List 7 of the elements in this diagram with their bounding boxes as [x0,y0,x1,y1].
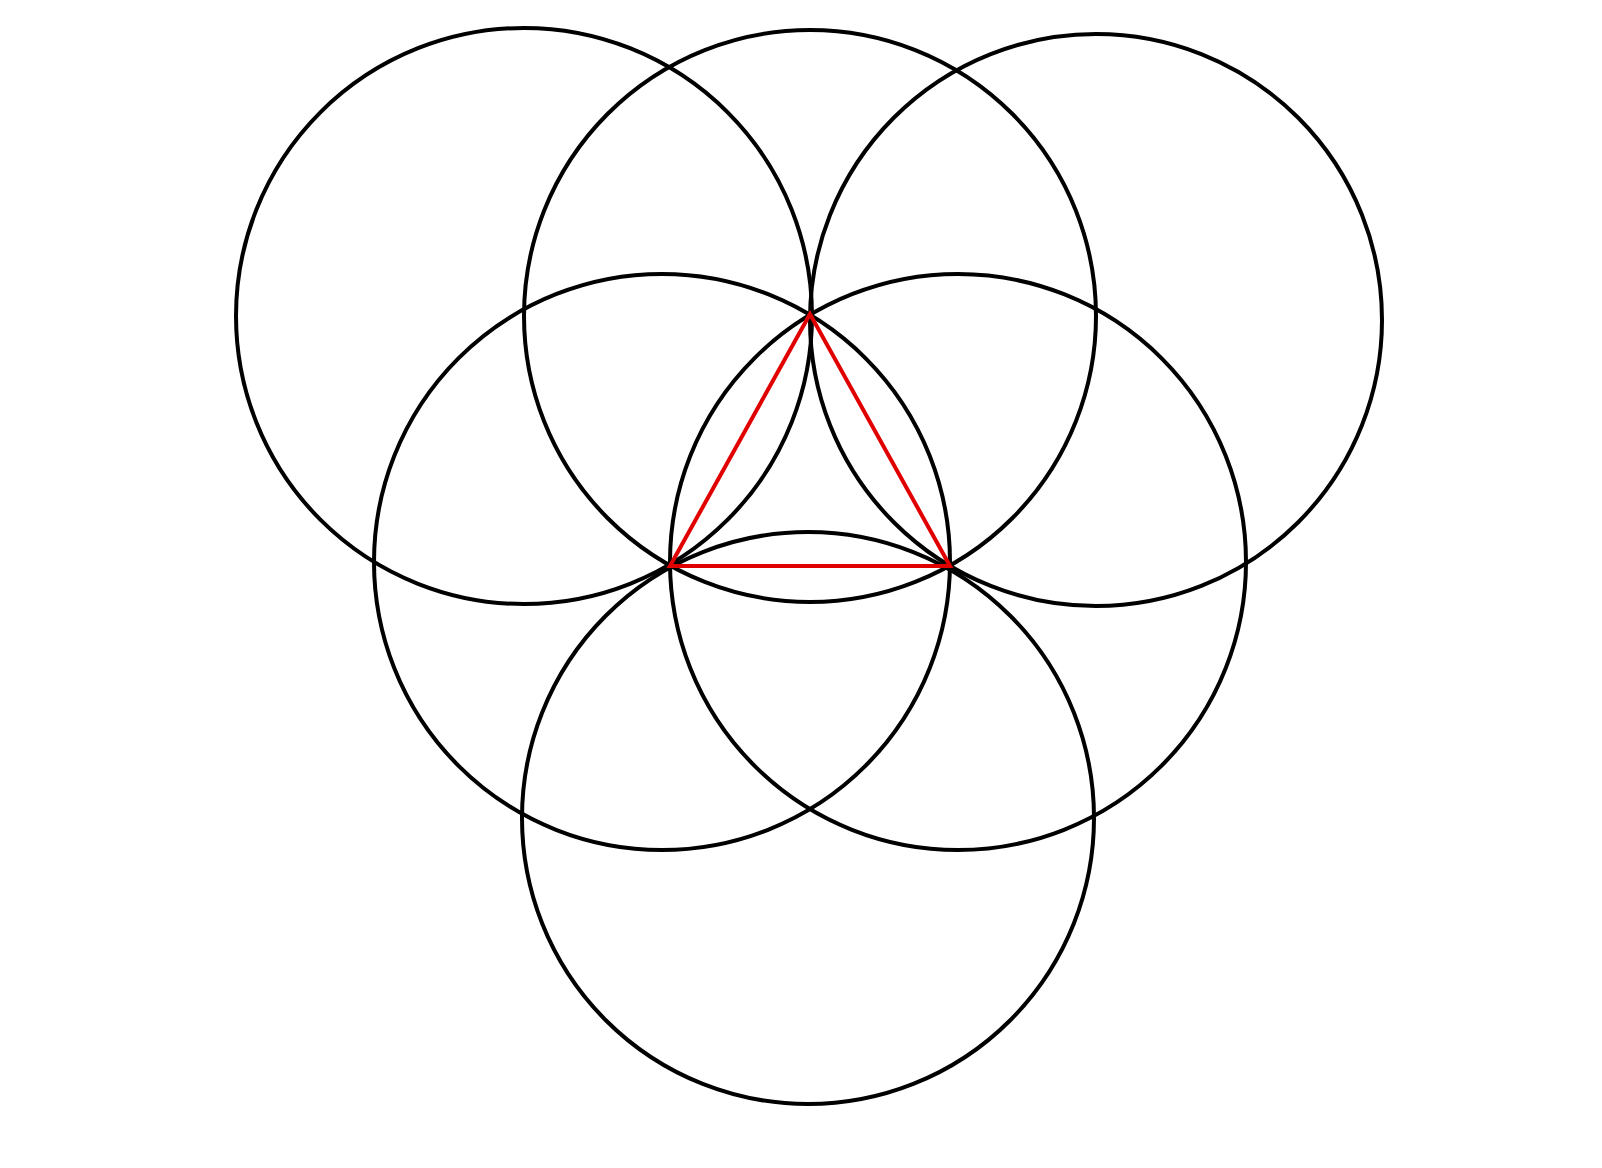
circle-outline [522,28,1098,604]
circle-outline [808,32,1384,608]
triangle-outline [666,309,954,568]
circle-outline [668,272,1248,852]
circle-outline [372,272,952,852]
circle-outline [234,26,814,606]
circle-outline [520,530,1096,1106]
